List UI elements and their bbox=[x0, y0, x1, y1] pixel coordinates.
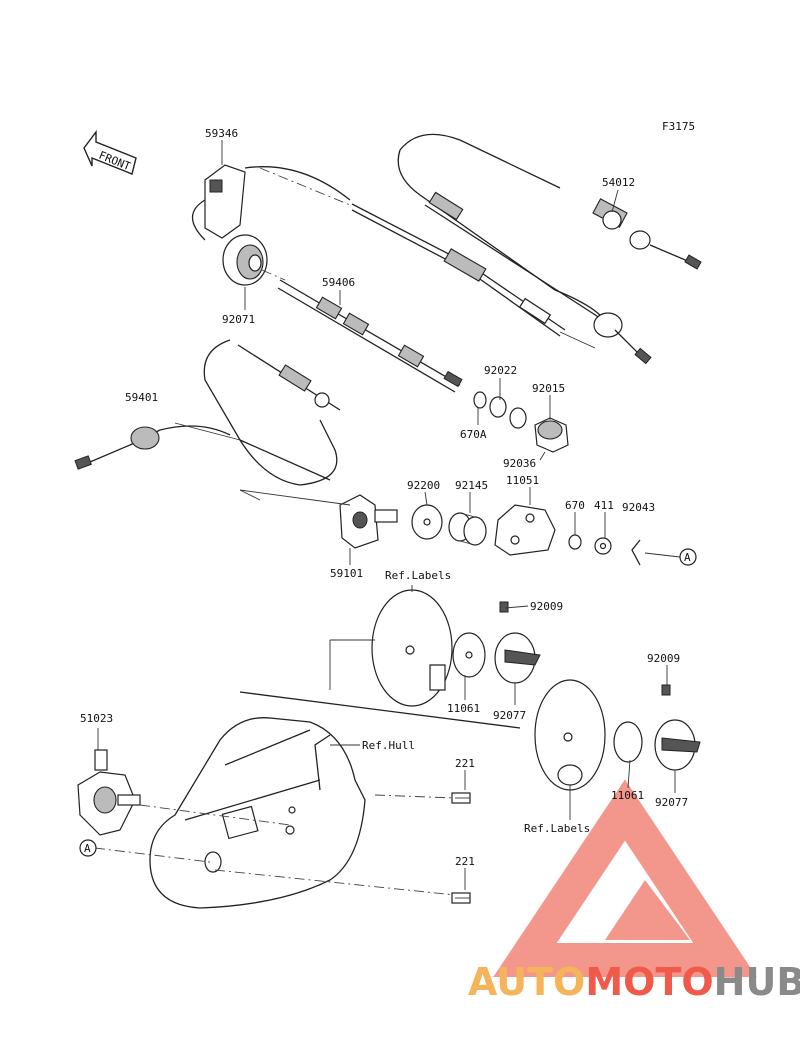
part-label-59406: 59406 bbox=[322, 276, 355, 289]
part-label-11061b: 11061 bbox=[611, 789, 644, 802]
cable-59346 bbox=[244, 166, 596, 349]
bracket-59346 bbox=[191, 164, 246, 241]
collar-92145 bbox=[448, 512, 487, 546]
cable-59406 bbox=[261, 269, 463, 393]
part-label-670A: 670A bbox=[460, 428, 487, 441]
screw-221a bbox=[451, 792, 471, 804]
part-label-411: 411 bbox=[594, 499, 614, 512]
screw-221b bbox=[451, 892, 471, 904]
marker-a-left: A bbox=[79, 839, 97, 857]
watermark-auto: AUTO bbox=[468, 960, 585, 1004]
washer-411 bbox=[594, 537, 612, 555]
figure-code: F3175 bbox=[662, 120, 695, 133]
cable-59401 bbox=[74, 339, 341, 486]
leader-lines bbox=[94, 140, 676, 896]
part-label-221a: 221 bbox=[455, 757, 475, 770]
label-disc-top bbox=[371, 589, 453, 707]
part-label-92009a: 92009 bbox=[530, 600, 563, 613]
washer-11061b bbox=[613, 721, 643, 763]
part-label-92200: 92200 bbox=[407, 479, 440, 492]
screw-92009a bbox=[499, 601, 509, 613]
knob-92077b bbox=[654, 719, 701, 771]
watermark-logo bbox=[493, 779, 757, 977]
cable-54012 bbox=[397, 133, 702, 365]
part-label-11061a: 11061 bbox=[447, 702, 480, 715]
part-label-11051: 11051 bbox=[506, 474, 539, 487]
clip-92043 bbox=[631, 539, 641, 566]
part-label-59346: 59346 bbox=[205, 127, 238, 140]
knob-92077a bbox=[494, 632, 541, 684]
washer-92022 bbox=[489, 396, 527, 429]
front-arrow-icon: FRONT bbox=[83, 129, 137, 175]
fuel-tap-51023 bbox=[77, 749, 141, 836]
ref-labels-top: Ref.Labels bbox=[385, 569, 451, 582]
part-label-59101: 59101 bbox=[330, 567, 363, 580]
bracket-11051 bbox=[494, 504, 556, 556]
part-label-92022: 92022 bbox=[484, 364, 517, 377]
part-label-92009b: 92009 bbox=[647, 652, 680, 665]
washer-11061a bbox=[452, 632, 486, 678]
part-label-92077a: 92077 bbox=[493, 709, 526, 722]
watermark-moto: MOTO bbox=[585, 960, 713, 1004]
part-label-92036: 92036 bbox=[503, 457, 536, 470]
part-label-59401: 59401 bbox=[125, 391, 158, 404]
part-label-92145: 92145 bbox=[455, 479, 488, 492]
watermark-text: AUTOMOTOHUB bbox=[468, 960, 800, 1004]
marker-a-left-label: A bbox=[84, 842, 91, 855]
part-label-221b: 221 bbox=[455, 855, 475, 868]
nut-92015 bbox=[534, 417, 569, 453]
watermark-hub: HUB bbox=[714, 960, 800, 1004]
washer-670A bbox=[473, 391, 487, 409]
label-disc-bottom bbox=[534, 679, 606, 791]
part-label-54012: 54012 bbox=[602, 176, 635, 189]
grommet-92071 bbox=[222, 234, 268, 286]
washer-670 bbox=[568, 534, 582, 550]
marker-a-right: A bbox=[679, 548, 697, 566]
screw-92009b bbox=[661, 684, 671, 696]
part-label-92071: 92071 bbox=[222, 313, 255, 326]
hull-outline bbox=[149, 691, 521, 909]
ref-labels-bottom: Ref.Labels bbox=[524, 822, 590, 835]
part-label-51023: 51023 bbox=[80, 712, 113, 725]
part-label-92043: 92043 bbox=[622, 501, 655, 514]
throttle-lever-59101 bbox=[339, 494, 398, 549]
ref-hull: Ref.Hull bbox=[362, 739, 415, 752]
part-label-92015: 92015 bbox=[532, 382, 565, 395]
part-label-92077b: 92077 bbox=[655, 796, 688, 809]
marker-a-right-label: A bbox=[684, 551, 691, 564]
part-label-670: 670 bbox=[565, 499, 585, 512]
washer-92200 bbox=[411, 504, 443, 540]
